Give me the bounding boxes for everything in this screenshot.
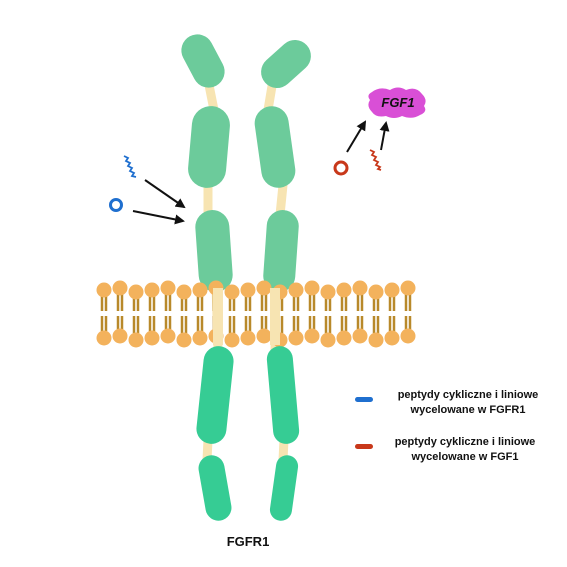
lipid-bilayer xyxy=(96,280,416,348)
lipid-head xyxy=(304,328,320,344)
receptor-right-chain-upper xyxy=(254,39,311,292)
d1-domain-right xyxy=(261,39,311,89)
legend-fgfr1-line1: peptydy cykliczne i liniowe xyxy=(397,389,539,401)
linear-peptide-fgf1-icon xyxy=(369,149,382,171)
lipid-head xyxy=(192,282,208,298)
lipid-head xyxy=(128,284,144,300)
kinase-domain-left-1 xyxy=(196,346,234,444)
lipid-head xyxy=(288,330,304,346)
lipid-head xyxy=(224,284,240,300)
d1-domain-left xyxy=(181,34,225,88)
receptor-left-chain-lower xyxy=(196,346,234,521)
cyclic-peptide-fgf1-icon xyxy=(333,160,349,176)
fgfr1-peptides xyxy=(109,155,137,212)
lipid-head xyxy=(400,280,416,296)
kinase-domain-right-1 xyxy=(266,346,300,444)
lipid-head xyxy=(112,280,128,296)
lipid-head xyxy=(144,282,160,298)
legend-swatch-fgfr1 xyxy=(355,397,373,402)
d3-domain-left xyxy=(195,210,233,292)
binding-arrows xyxy=(132,120,390,225)
transmembrane-segments xyxy=(213,288,280,345)
receptor-right-chain-lower xyxy=(266,346,300,521)
lipid-head xyxy=(368,284,384,300)
lipid-head xyxy=(160,328,176,344)
lipid-head xyxy=(384,330,400,346)
d2-domain-right xyxy=(254,106,296,188)
lipid-head xyxy=(352,280,368,296)
lipid-head xyxy=(400,328,416,344)
lipid-head xyxy=(160,280,176,296)
kinase-domain-right-2 xyxy=(269,455,299,521)
legend-fgfr1-line2: wycelowane w FGFR1 xyxy=(410,404,526,416)
fgf1-ligand: FGF1 xyxy=(368,87,426,118)
lipid-head xyxy=(192,330,208,346)
lipid-head xyxy=(240,282,256,298)
legend-text-fgf1: peptydy cykliczne i liniowe wycelowane w… xyxy=(375,435,555,465)
lipid-head xyxy=(176,284,192,300)
legend-fgf1-line1: peptydy cykliczne i liniowe xyxy=(394,436,536,448)
cyclic-peptide-fgfr1-icon xyxy=(109,198,123,212)
lipid-head xyxy=(336,282,352,298)
lipid-head xyxy=(128,332,144,348)
d3-domain-right xyxy=(263,210,299,292)
lipid-head xyxy=(256,328,272,344)
fgf1-label: FGF1 xyxy=(381,95,414,110)
linear-peptide-fgfr1-icon xyxy=(123,155,137,178)
fgf1-blob xyxy=(368,87,426,118)
lipid-head xyxy=(176,332,192,348)
lipid-head xyxy=(144,330,160,346)
lipid-head xyxy=(112,328,128,344)
d2-domain-left xyxy=(188,106,230,188)
lipid-head xyxy=(224,332,240,348)
lipid-head xyxy=(320,284,336,300)
lipid-head xyxy=(240,330,256,346)
lipid-head xyxy=(352,328,368,344)
arrow-cyclic-to-fgfr1 xyxy=(132,210,185,225)
lipid-head xyxy=(288,282,304,298)
legend-swatch-fgf1 xyxy=(355,444,373,449)
arrow-cyclic-to-fgf1 xyxy=(346,120,367,153)
arrow-linear-to-fgfr1 xyxy=(144,179,186,209)
kinase-domain-left-2 xyxy=(198,455,232,521)
fgfr1-label: FGFR1 xyxy=(226,534,270,549)
receptor-left-chain-upper xyxy=(181,34,233,292)
lipid-head xyxy=(384,282,400,298)
lipid-head xyxy=(304,280,320,296)
legend-text-fgfr1: peptydy cykliczne i liniowe wycelowane w… xyxy=(378,388,558,418)
lipid-head xyxy=(96,330,112,346)
lipid-head xyxy=(256,280,272,296)
lipid-head xyxy=(96,282,112,298)
lipid-head xyxy=(336,330,352,346)
fgf1-peptides xyxy=(333,149,382,176)
arrow-linear-to-fgf1 xyxy=(379,121,390,151)
lipid-head xyxy=(368,332,384,348)
legend-fgf1-line2: wycelowane w FGF1 xyxy=(411,451,519,463)
lipid-head xyxy=(320,332,336,348)
